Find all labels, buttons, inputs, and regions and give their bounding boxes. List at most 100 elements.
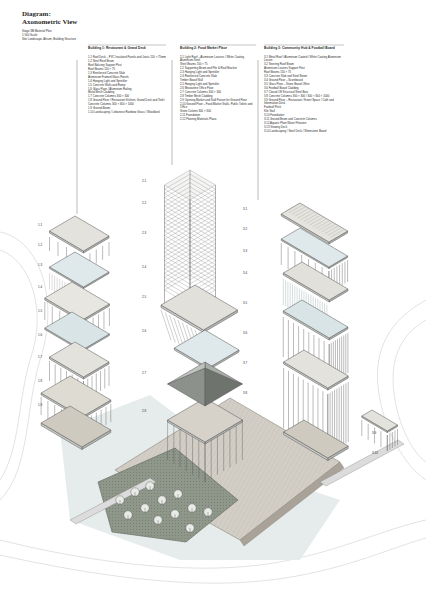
building-part <box>174 330 239 368</box>
structure-line <box>301 212 315 220</box>
water-area <box>60 395 340 560</box>
building-part <box>161 285 238 330</box>
spec-item: 1.6 Glass Floor / Aluminium Railing <box>88 88 166 91</box>
callout-number: 2.3 <box>142 232 146 236</box>
callout-number: 3.10 <box>372 452 378 456</box>
structure-line <box>307 215 321 223</box>
structure-line <box>281 243 282 265</box>
spec-item: Football Pitch <box>264 106 344 109</box>
structure-line <box>347 260 348 282</box>
spec-item: 3.4 Ground Floor – Scoreboard <box>264 79 344 82</box>
callout-number: 2.7 <box>142 372 146 376</box>
structure-line <box>211 438 212 478</box>
spec-item: Roof Beams 150 × 75 <box>88 68 166 71</box>
spec-item: 1.4 Hanging Light and Sprinkler <box>88 80 166 83</box>
building-part <box>283 300 348 338</box>
spec-item: Timber Board Wall <box>180 79 256 82</box>
structure-line <box>387 435 388 451</box>
structure-line <box>120 500 121 505</box>
structure-line <box>158 520 159 525</box>
structure-line <box>52 306 53 324</box>
spec-item: 2.4 Reinforced Concrete Slab <box>180 75 256 78</box>
structure-line <box>180 427 181 467</box>
structure-line <box>345 383 346 443</box>
structure-line <box>110 404 111 422</box>
callout-number: 2.6 <box>142 330 146 334</box>
subtitle: 1:500 Scale <box>22 34 82 37</box>
structure-line <box>287 282 288 308</box>
structure-line <box>100 371 101 391</box>
callout-number: 2.8 <box>142 410 146 414</box>
callout-number: 1.7 <box>38 356 42 360</box>
tree <box>171 510 179 518</box>
tree <box>174 490 182 498</box>
title: Diagram: Axonometric View <box>22 10 84 27</box>
spec-item: Roof Beams 150 × 75 <box>264 71 344 74</box>
callout-number: 1.2 <box>38 244 42 248</box>
spec-item: Stone Column 300 × 300 <box>180 110 256 113</box>
spec-item: 3.5 Glass Floor – Stone Board Office <box>264 83 344 86</box>
spec-item: Steel Beams 150 × 75 <box>180 63 256 66</box>
spec-item: 3.13 Viewing Deck <box>264 126 344 129</box>
tree <box>204 508 212 516</box>
callout-number: 3.4 <box>243 272 247 276</box>
structure-line <box>192 435 193 475</box>
tree <box>141 504 149 512</box>
building-part <box>284 420 349 458</box>
structure-line <box>347 333 348 373</box>
callout-number: 3.7 <box>243 362 247 366</box>
spec-item: 2.9 Opening Market and Stall Fixture for… <box>180 99 256 102</box>
structure-line <box>49 237 50 251</box>
walkway <box>70 478 156 524</box>
structure-line <box>310 217 324 225</box>
structure-line <box>175 514 176 519</box>
spec-item: 2.12 Flooring Materials Plaza <box>180 118 256 121</box>
structure-line <box>205 442 206 482</box>
structure-line <box>397 429 398 445</box>
building-part <box>168 362 205 384</box>
structure-line <box>342 263 343 285</box>
spec-item: 3.3 Concrete Slab and Steel Beam <box>264 75 344 78</box>
structure-line <box>236 424 237 464</box>
tree <box>154 516 162 524</box>
callout-number: 1.5 <box>38 310 42 314</box>
structure-line <box>293 374 294 434</box>
tree <box>124 511 132 519</box>
structure-line <box>198 438 199 478</box>
structure-line <box>348 382 349 442</box>
structure-line <box>285 280 286 306</box>
structure-line <box>322 224 336 232</box>
callout-number: 3.3 <box>243 250 247 254</box>
spec-item: 2.3 Hanging Light and Sprinkler <box>180 71 256 74</box>
structure-line <box>343 335 344 375</box>
spec-item: 3.12 Aquatic Plant Water Filtration <box>264 122 344 125</box>
tree <box>146 482 154 490</box>
spec-item: 2.8 Timber Mesh Cladding <box>180 95 256 98</box>
subtitle: Site Landscape, Atrium, Building Structu… <box>22 38 82 41</box>
structure-line <box>109 366 110 386</box>
structure-line <box>150 486 151 491</box>
building-part <box>283 262 348 300</box>
building-part <box>362 410 398 431</box>
spec-item: 2.2 Supporting Beam and Pile & Roof Brac… <box>180 67 256 70</box>
spec-item: 1.1 Roof Deck – PVC Insulated Panels and… <box>88 56 166 59</box>
tree <box>116 496 124 504</box>
structure-line <box>339 387 340 447</box>
structure-line <box>96 250 97 264</box>
structure-line <box>162 500 163 505</box>
structure-line <box>343 385 344 445</box>
callout-number: 3.9 <box>372 432 376 436</box>
structure-line <box>292 207 306 215</box>
callout-number: 1.4 <box>38 286 42 290</box>
callout-number: 2.2 <box>142 202 146 206</box>
spec-item: Kiln Stall <box>264 110 344 113</box>
structure-line <box>215 185 216 305</box>
spec-item: Concrete Columns 300 × 300 × 1000 <box>88 103 166 106</box>
structure-line <box>288 247 289 269</box>
structure-line <box>49 273 50 289</box>
tree <box>188 504 196 512</box>
spec-item: 3.11 Ground Beam and Concrete Columns <box>264 118 344 121</box>
spec-item: 3.1 Metal Roof / Aluminium Coated / Whit… <box>264 56 344 63</box>
spec-item: 2.1 Light Roof – Aluminium Louvres / Whi… <box>180 56 256 63</box>
